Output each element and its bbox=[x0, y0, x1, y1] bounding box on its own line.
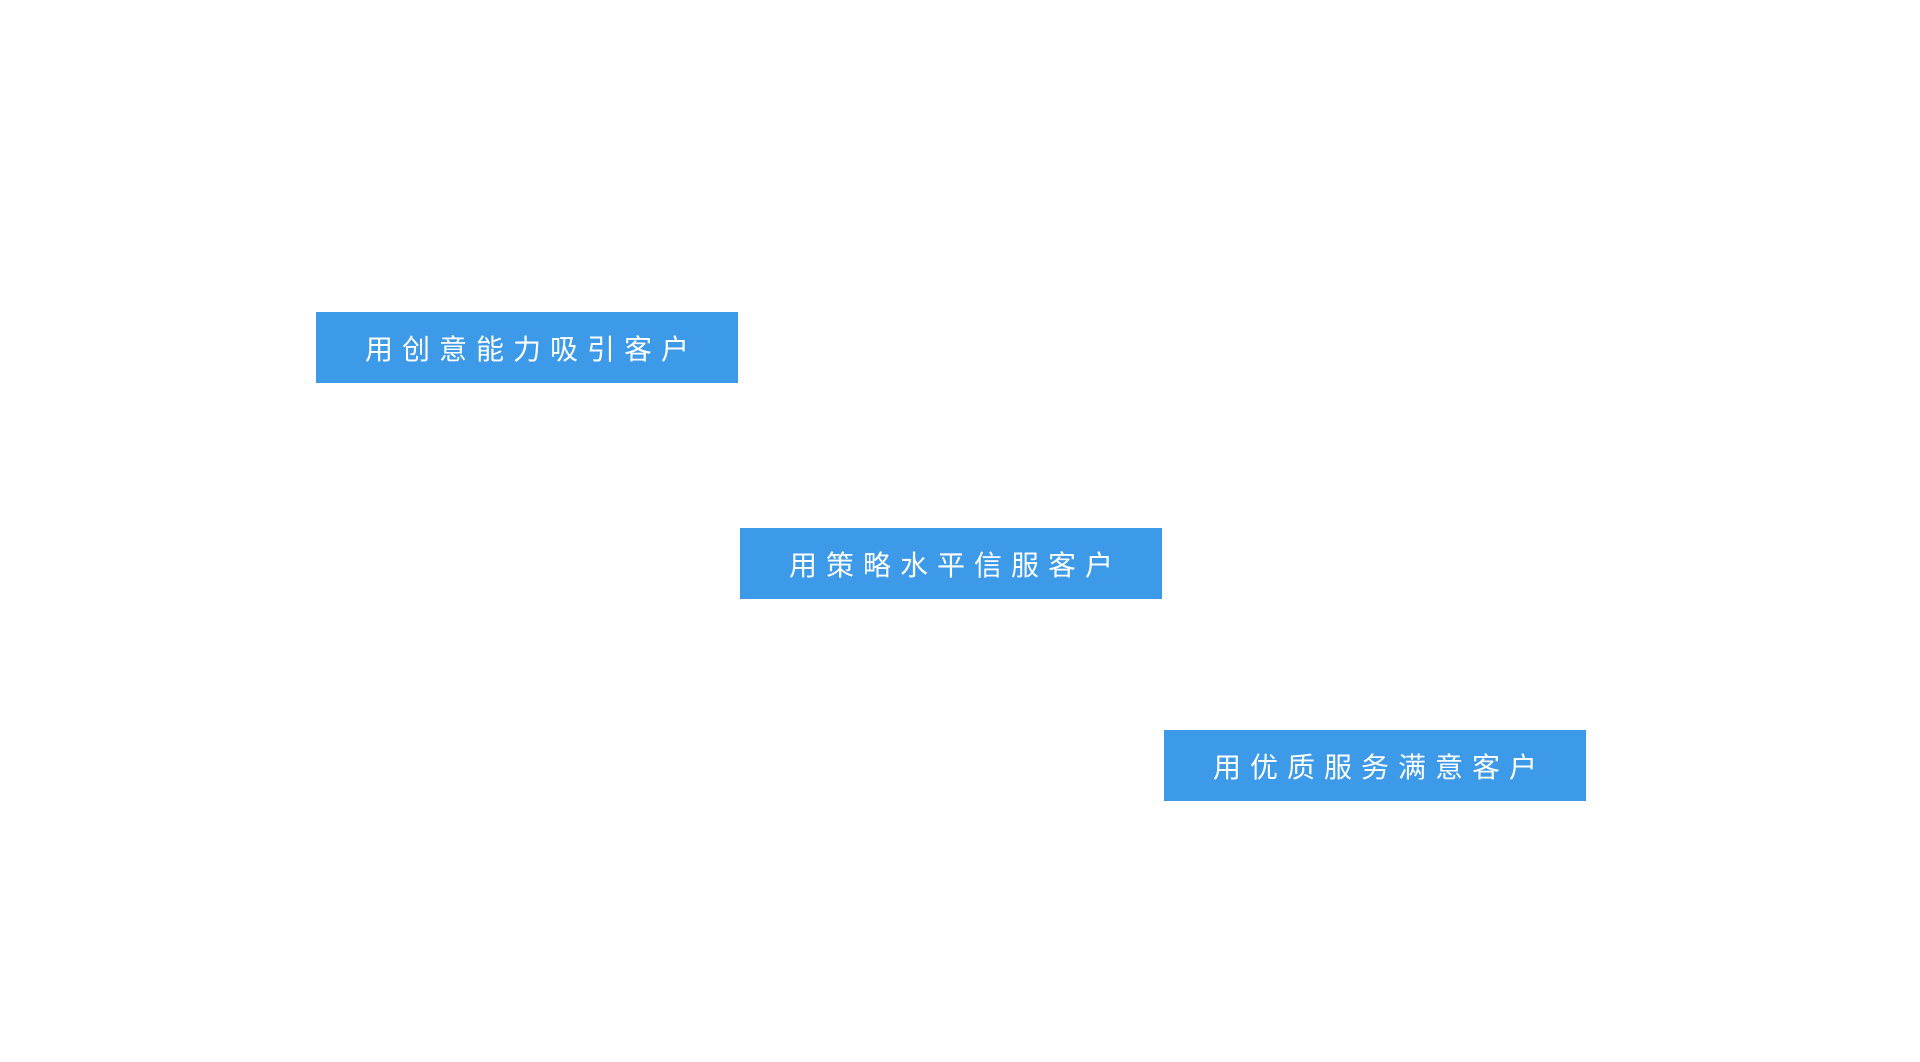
step-box-satisfy: 用优质服务满意客户 bbox=[1164, 730, 1586, 801]
step-label: 用策略水平信服客户 bbox=[788, 548, 1122, 582]
step-box-convince: 用策略水平信服客户 bbox=[740, 528, 1162, 599]
step-label: 用创意能力吸引客户 bbox=[364, 332, 698, 366]
step-box-attract: 用创意能力吸引客户 bbox=[316, 312, 738, 383]
step-label: 用优质服务满意客户 bbox=[1212, 750, 1546, 784]
